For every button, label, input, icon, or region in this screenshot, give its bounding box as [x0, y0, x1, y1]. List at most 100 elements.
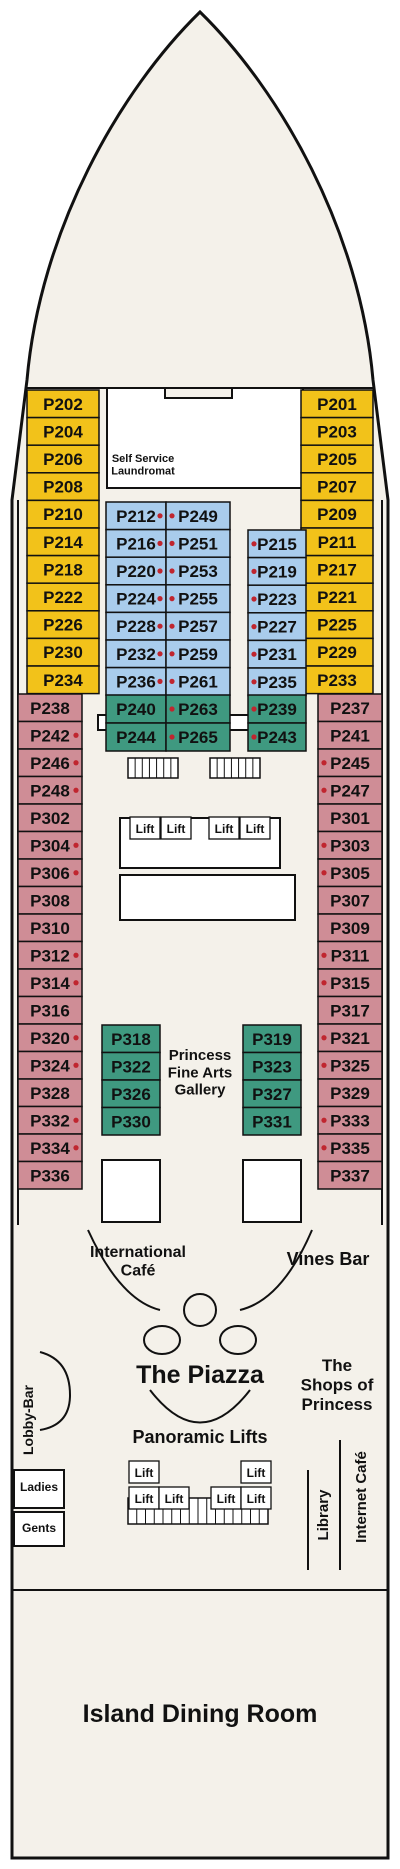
cabin-p238[interactable]: P238 — [17, 693, 83, 723]
cabin-p202[interactable]: P202 — [26, 389, 100, 419]
cabin-p331[interactable]: P331 — [242, 1106, 302, 1136]
cabin-p225[interactable]: P225 — [300, 610, 374, 640]
cabin-p204[interactable]: P204 — [26, 416, 100, 446]
cabin-p203[interactable]: P203 — [300, 416, 374, 446]
cabin-p240[interactable]: P240 — [105, 694, 167, 724]
lift-label: Lift — [165, 1492, 184, 1506]
cabin-p261[interactable]: P261 — [165, 666, 231, 696]
cabin-p227[interactable]: P227 — [247, 612, 307, 642]
cabin-p216[interactable]: P216 — [105, 528, 167, 558]
cabin-p245[interactable]: P245 — [317, 748, 383, 778]
cabin-p333[interactable]: P333 — [317, 1105, 383, 1135]
cabin-p236[interactable]: P236 — [105, 666, 167, 696]
cabin-p316[interactable]: P316 — [17, 995, 83, 1025]
cabin-p337[interactable]: P337 — [317, 1160, 383, 1190]
cabin-p222[interactable]: P222 — [26, 582, 100, 612]
cabin-p235[interactable]: P235 — [247, 667, 307, 697]
cabin-p319[interactable]: P319 — [242, 1024, 302, 1054]
cabin-p249[interactable]: P249 — [165, 501, 231, 531]
cabin-p232[interactable]: P232 — [105, 639, 167, 669]
cabin-p248[interactable]: P248 — [17, 775, 83, 805]
cabin-p303[interactable]: P303 — [317, 830, 383, 860]
cabin-p209[interactable]: P209 — [300, 499, 374, 529]
cabin-p201[interactable]: P201 — [300, 389, 374, 419]
cabin-p208[interactable]: P208 — [26, 472, 100, 502]
cabin-p332[interactable]: P332 — [17, 1105, 83, 1135]
cabin-p259[interactable]: P259 — [165, 639, 231, 669]
cabin-p326[interactable]: P326 — [101, 1079, 161, 1109]
cabin-p325[interactable]: P325 — [317, 1050, 383, 1080]
suite-cabin — [26, 444, 100, 474]
cabin-p205[interactable]: P205 — [300, 444, 374, 474]
balcony-cabin — [17, 1160, 83, 1190]
cabin-p255[interactable]: P255 — [165, 584, 231, 614]
cabin-p246[interactable]: P246 — [17, 748, 83, 778]
cabin-p327[interactable]: P327 — [242, 1079, 302, 1109]
cabin-p218[interactable]: P218 — [26, 554, 100, 584]
cabin-p320[interactable]: P320 — [17, 1023, 83, 1053]
cabin-p301[interactable]: P301 — [317, 803, 383, 833]
cabin-p210[interactable]: P210 — [26, 499, 100, 529]
cabin-p306[interactable]: P306 — [17, 858, 83, 888]
cabin-p228[interactable]: P228 — [105, 611, 167, 641]
cabin-p219[interactable]: P219 — [247, 556, 307, 586]
cabin-p324[interactable]: P324 — [17, 1050, 83, 1080]
cabin-p257[interactable]: P257 — [165, 611, 231, 641]
cabin-p322[interactable]: P322 — [101, 1051, 161, 1081]
cabin-p263[interactable]: P263 — [165, 694, 231, 724]
suite-cabin — [26, 582, 100, 612]
cabin-p217[interactable]: P217 — [300, 554, 374, 584]
cabin-p321[interactable]: P321 — [317, 1023, 383, 1053]
cabin-p247[interactable]: P247 — [317, 775, 383, 805]
cabin-p329[interactable]: P329 — [317, 1078, 383, 1108]
cabin-p220[interactable]: P220 — [105, 556, 167, 586]
cabin-p336[interactable]: P336 — [17, 1160, 83, 1190]
cabin-p317[interactable]: P317 — [317, 995, 383, 1025]
cabin-p241[interactable]: P241 — [317, 720, 383, 750]
cabin-p239[interactable]: P239 — [247, 694, 307, 724]
cabin-p231[interactable]: P231 — [247, 639, 307, 669]
cabin-p234[interactable]: P234 — [26, 665, 100, 695]
cabin-p323[interactable]: P323 — [242, 1051, 302, 1081]
cabin-p304[interactable]: P304 — [17, 830, 83, 860]
cabin-p242[interactable]: P242 — [17, 720, 83, 750]
cabin-p334[interactable]: P334 — [17, 1133, 83, 1163]
cabin-p302[interactable]: P302 — [17, 803, 83, 833]
cabin-p310[interactable]: P310 — [17, 913, 83, 943]
cabin-p206[interactable]: P206 — [26, 444, 100, 474]
cabin-p308[interactable]: P308 — [17, 885, 83, 915]
cabin-p214[interactable]: P214 — [26, 527, 100, 557]
cabin-p230[interactable]: P230 — [26, 637, 100, 667]
cabin-p318[interactable]: P318 — [101, 1024, 161, 1054]
cabin-p221[interactable]: P221 — [300, 582, 374, 612]
cabin-p315[interactable]: P315 — [317, 968, 383, 998]
cabin-p226[interactable]: P226 — [26, 610, 100, 640]
lift-label: Lift — [215, 822, 234, 836]
cabin-p314[interactable]: P314 — [17, 968, 83, 998]
cabin-p311[interactable]: P311 — [317, 940, 383, 970]
cabin-p224[interactable]: P224 — [105, 584, 167, 614]
connecting-cabin-marker — [157, 568, 163, 574]
cabin-p243[interactable]: P243 — [247, 722, 307, 752]
cabin-p244[interactable]: P244 — [105, 722, 167, 752]
cabin-p215[interactable]: P215 — [247, 529, 307, 559]
cabin-p251[interactable]: P251 — [165, 528, 231, 558]
cabin-p328[interactable]: P328 — [17, 1078, 83, 1108]
cabin-p233[interactable]: P233 — [300, 665, 374, 695]
cabin-p309[interactable]: P309 — [317, 913, 383, 943]
cabin-p237[interactable]: P237 — [317, 693, 383, 723]
cabin-p207[interactable]: P207 — [300, 472, 374, 502]
cabin-number: P335 — [330, 1139, 370, 1158]
cabin-p305[interactable]: P305 — [317, 858, 383, 888]
cabin-p330[interactable]: P330 — [101, 1106, 161, 1136]
cabin-p211[interactable]: P211 — [300, 527, 374, 557]
cabin-p312[interactable]: P312 — [17, 940, 83, 970]
balcony-cabin — [317, 1023, 383, 1053]
cabin-p223[interactable]: P223 — [247, 584, 307, 614]
cabin-p229[interactable]: P229 — [300, 637, 374, 667]
cabin-p265[interactable]: P265 — [165, 722, 231, 752]
cabin-p253[interactable]: P253 — [165, 556, 231, 586]
cabin-p307[interactable]: P307 — [317, 885, 383, 915]
cabin-p335[interactable]: P335 — [317, 1133, 383, 1163]
cabin-p212[interactable]: P212 — [105, 501, 167, 531]
